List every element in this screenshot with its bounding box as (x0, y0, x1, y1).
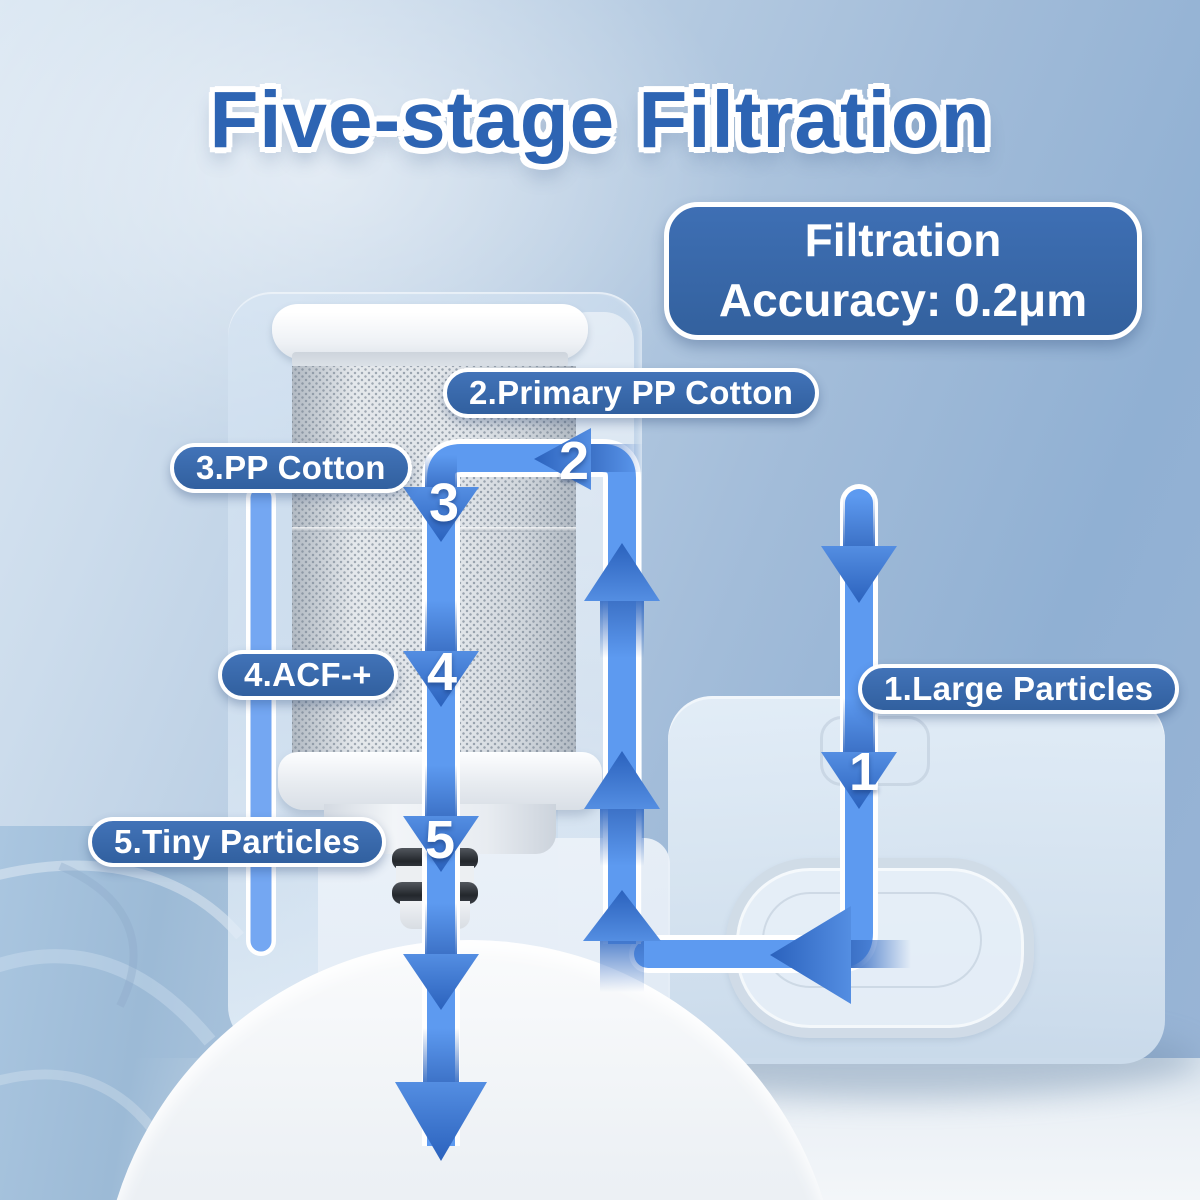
arrowhead-down-stage1 (821, 752, 897, 809)
fade-shaft-stage5 (425, 765, 457, 819)
arrowhead-up-1 (584, 543, 660, 601)
fade-shaft-outlet-2 (423, 1028, 459, 1086)
stage-label-tiny-particles: 5.Tiny Particles (88, 817, 387, 867)
fade-shaft-inlet-1 (843, 496, 875, 548)
flow-number-1: 1 (848, 742, 880, 802)
fade-shaft-up-3 (600, 806, 644, 866)
arrowhead-down-stage5 (403, 816, 479, 872)
fade-shaft-bottom-left (849, 940, 911, 968)
flow-number-4: 4 (426, 642, 458, 702)
flow-number-2: 2 (558, 431, 590, 491)
arrowhead-down-stage3 (403, 487, 479, 542)
stage-label-acf: 4.ACF-+ (218, 650, 398, 700)
arrowhead-up-2 (584, 751, 660, 809)
fade-shaft-outlet-1 (425, 903, 457, 957)
stage-label-primary-pp-cotton: 2.Primary PP Cotton (443, 368, 820, 418)
arrowhead-down-inlet-1 (821, 546, 897, 603)
inlet-flow-band (634, 489, 873, 968)
arrowhead-down-outlet-1 (403, 954, 479, 1010)
fade-shaft-stage3 (425, 455, 457, 489)
page-title: Five-stage Filtration (209, 75, 991, 164)
arrowhead-left-stage2 (534, 428, 591, 490)
stage-label-large-particles: 1.Large Particles (858, 664, 1180, 714)
arrowhead-down-outlet-final (395, 1082, 487, 1161)
accuracy-line-1: Filtration (804, 214, 1002, 266)
filtration-accuracy-badge: Filtration Accuracy: 0.2μm (664, 202, 1142, 340)
arrowhead-left-bottom (770, 906, 851, 1004)
fade-shaft-stage2 (589, 444, 643, 472)
flow-number-5: 5 (424, 810, 456, 870)
arrowhead-up-3 (583, 890, 661, 941)
accuracy-line-2: Accuracy: 0.2μm (718, 273, 1088, 326)
fade-shaft-up-2 (600, 598, 644, 658)
flow-number-3: 3 (428, 473, 460, 533)
fade-shaft-stage4 (425, 600, 457, 654)
cartridge-top-cap (272, 304, 588, 360)
inlet-flow-outline (629, 484, 878, 973)
stage-label-pp-cotton: 3.PP Cotton (170, 443, 412, 493)
arrowhead-down-stage4 (403, 651, 479, 707)
